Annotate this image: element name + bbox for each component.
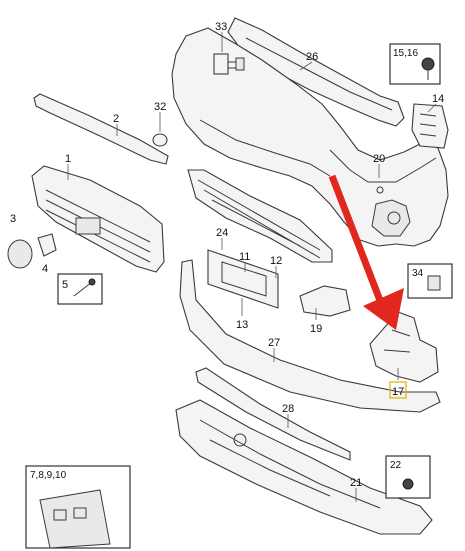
leader-lines [67,32,437,502]
part-19-fog-trim[interactable] [299,285,351,317]
callout-22: 22 [390,460,402,471]
part-32-cap[interactable] [152,133,168,147]
part-21-undertray[interactable] [175,399,433,535]
callout-34: 34 [412,268,424,279]
part-5-screw-box[interactable] [57,273,103,305]
part-3-emblem[interactable] [7,239,33,269]
callout-14: 14 [432,93,444,105]
part-7-10-detail-box[interactable] [25,465,131,549]
callout-27: 27 [268,337,280,349]
callout-4: 4 [42,263,48,275]
callout-11: 11 [239,251,250,263]
callout-19: 19 [310,323,322,335]
callout-17: 17 [392,386,404,398]
callout-7-8-9-10: 7,8,9,10 [30,470,67,481]
part-11-12-plate[interactable] [207,249,279,309]
callout-32: 32 [154,101,166,113]
part-15-16-detail-box[interactable] [389,43,441,85]
callout-13: 13 [236,319,248,331]
part-4-bracket[interactable] [37,233,57,257]
callout-12: 12 [270,255,282,267]
callout-20: 20 [373,153,385,165]
part-17-side-bracket[interactable] [369,311,439,383]
callout-1: 1 [65,153,71,165]
part-20-bumper-cover[interactable] [171,27,449,247]
part-27-lower-lip[interactable] [179,259,441,413]
callout-26: 26 [306,51,318,63]
callout-3: 3 [10,213,16,225]
part-28-strip[interactable] [195,367,351,461]
part-33-clip[interactable] [213,53,245,75]
highlight-box-17 [389,381,407,399]
part-14-sensor-bracket[interactable] [411,103,449,149]
callout-33: 33 [215,21,227,33]
part-22-detail-box[interactable] [385,455,431,499]
red-arrow-indicator [328,174,404,330]
callout-21: 21 [350,477,362,489]
part-1-grille[interactable] [31,165,165,273]
part-2-upper-strip[interactable] [33,93,169,165]
part-24-lower-grille[interactable] [187,169,333,263]
callout-2: 2 [113,113,119,125]
callout-24: 24 [216,227,228,239]
part-34-detail-box[interactable] [407,263,453,299]
callout-5: 5 [62,279,68,291]
callout-15-16: 15,16 [393,48,418,59]
callout-28: 28 [282,403,294,415]
